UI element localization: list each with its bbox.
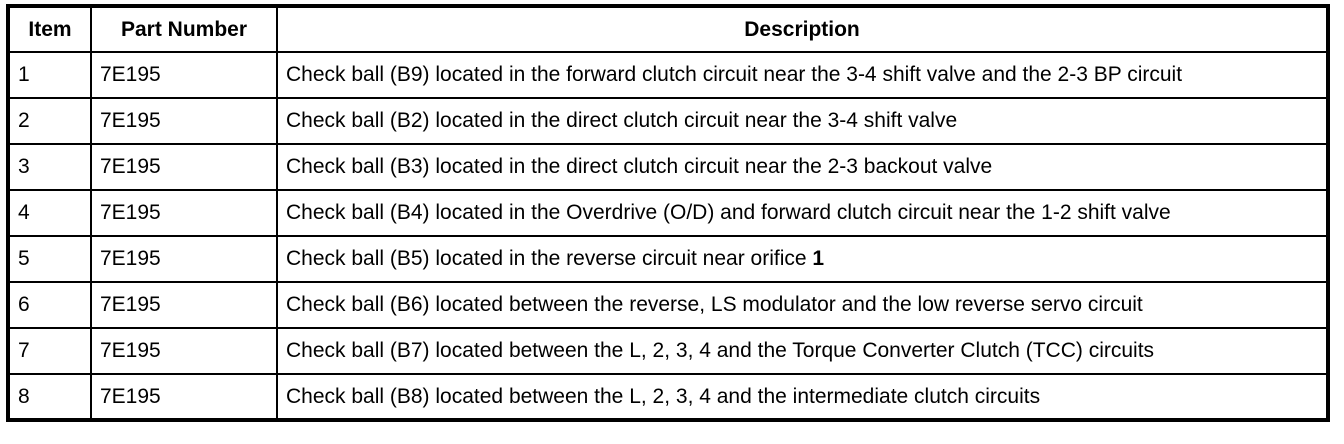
cell-description: Check ball (B7) located between the L, 2… [277,327,1328,375]
cell-part-number: 7E195 [91,235,278,283]
cell-item: 4 [8,189,92,237]
table-header: Item Part Number Description [8,5,1328,53]
cell-description: Check ball (B9) located in the forward c… [277,51,1328,99]
column-header-description: Description [277,5,1328,53]
check-ball-location-table: Item Part Number Description 1 7E195 Che… [6,4,1330,422]
cell-description: Check ball (B2) located in the direct cl… [277,97,1328,145]
cell-description: Check ball (B5) located in the reverse c… [277,235,1328,283]
cell-description: Check ball (B8) located between the L, 2… [277,373,1328,420]
table-row: 1 7E195 Check ball (B9) located in the f… [8,51,1328,99]
table-header-row: Item Part Number Description [8,5,1328,53]
cell-part-number: 7E195 [91,51,278,99]
cell-part-number: 7E195 [91,143,278,191]
table-row: 2 7E195 Check ball (B2) located in the d… [8,97,1328,145]
cell-description: Check ball (B3) located in the direct cl… [277,143,1328,191]
cell-item: 6 [8,281,92,329]
table-row: 8 7E195 Check ball (B8) located between … [8,373,1328,420]
cell-part-number: 7E195 [91,189,278,237]
cell-item: 7 [8,327,92,375]
cell-item: 1 [8,51,92,99]
column-header-part-number: Part Number [91,5,278,53]
cell-part-number: 7E195 [91,97,278,145]
cell-description: Check ball (B6) located between the reve… [277,281,1328,329]
cell-part-number: 7E195 [91,327,278,375]
table-row: 7 7E195 Check ball (B7) located between … [8,327,1328,375]
description-text: Check ball (B5) located in the reverse c… [286,247,813,271]
column-header-item: Item [8,5,92,53]
cell-item: 8 [8,373,92,420]
description-orifice-number: 1 [812,247,825,271]
cell-item: 5 [8,235,92,283]
cell-item: 3 [8,143,92,191]
table-row: 6 7E195 Check ball (B6) located between … [8,281,1328,329]
cell-description: Check ball (B4) located in the Overdrive… [277,189,1328,237]
cell-item: 2 [8,97,92,145]
cell-part-number: 7E195 [91,281,278,329]
table-row: 5 7E195 Check ball (B5) located in the r… [8,235,1328,283]
table-body: 1 7E195 Check ball (B9) located in the f… [8,51,1328,420]
table-row: 4 7E195 Check ball (B4) located in the O… [8,189,1328,237]
cell-part-number: 7E195 [91,373,278,420]
table-row: 3 7E195 Check ball (B3) located in the d… [8,143,1328,191]
